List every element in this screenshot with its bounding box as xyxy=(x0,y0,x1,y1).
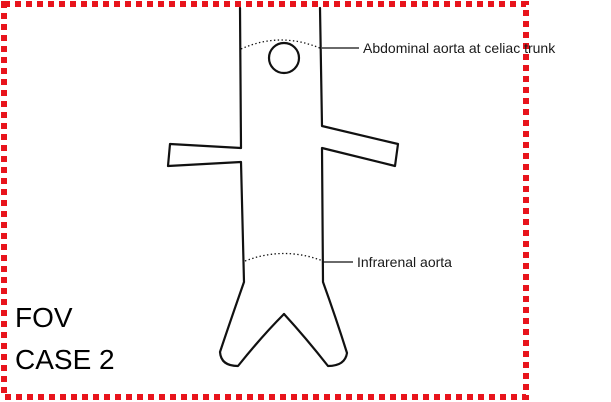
fov-caption-line2: CASE 2 xyxy=(15,344,115,375)
fov-frame xyxy=(1,1,529,400)
fov-caption-line1: FOV xyxy=(15,302,73,333)
celiac-label: Abdominal aorta at celiac trunk xyxy=(363,40,556,56)
aorta-outline xyxy=(166,6,400,368)
aorta-right-wall xyxy=(282,6,400,368)
aorta-left-wall xyxy=(166,6,286,368)
infrarenal-label: Infrarenal aorta xyxy=(357,254,452,270)
celiac-trunk-circle xyxy=(267,41,301,75)
celiac-section-dotted xyxy=(240,39,323,50)
infrarenal-section-dotted xyxy=(244,252,324,262)
